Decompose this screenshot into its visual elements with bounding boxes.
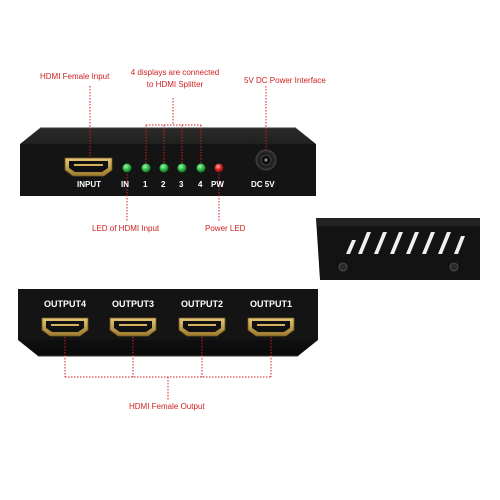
- hdmi-output-port-4[interactable]: [41, 317, 89, 337]
- dc-power-jack[interactable]: [255, 149, 277, 171]
- leader-lines: [64, 86, 272, 400]
- side-panel: [316, 218, 480, 280]
- vent-slots: [346, 232, 465, 254]
- output1-label: OUTPUT1: [250, 299, 293, 309]
- led-4-label: 4: [198, 180, 203, 189]
- led-power-indicator: [214, 163, 224, 173]
- callout-power-led: Power LED: [205, 224, 246, 233]
- led-output-2-indicator: [159, 163, 169, 173]
- hdmi-output-port-3[interactable]: [109, 317, 157, 337]
- hdmi-output-port-1[interactable]: [247, 317, 295, 337]
- hdmi-input-port[interactable]: [64, 157, 113, 177]
- pw-led-label: PW: [211, 180, 224, 189]
- input-port-label: INPUT: [77, 180, 101, 189]
- screw-left-icon: [338, 262, 348, 272]
- callout-hdmi-female-input: HDMI Female Input: [40, 72, 110, 81]
- led-output-3-indicator: [177, 163, 187, 173]
- hdmi-output-port-2[interactable]: [178, 317, 226, 337]
- side-panel-body: [316, 218, 480, 280]
- back-panel: [18, 289, 318, 357]
- led-in-indicator: [122, 163, 132, 173]
- output2-label: OUTPUT2: [181, 299, 224, 309]
- screw-right-icon: [449, 262, 459, 272]
- dc-jack-label: DC 5V: [251, 180, 275, 189]
- callout-power-interface: 5V DC Power Interface: [244, 76, 326, 85]
- led-1-label: 1: [143, 180, 148, 189]
- output4-label: OUTPUT4: [44, 299, 87, 309]
- in-led-label: IN: [121, 180, 129, 189]
- callout-hdmi-female-output: HDMI Female Output: [129, 402, 205, 411]
- callout-displays-connected-line2: to HDMI Splitter: [146, 80, 204, 89]
- led-2-label: 2: [161, 180, 166, 189]
- led-3-label: 3: [179, 180, 184, 189]
- led-output-1-indicator: [141, 163, 151, 173]
- output3-label: OUTPUT3: [112, 299, 155, 309]
- callout-led-hdmi-input: LED of HDMI Input: [92, 224, 160, 233]
- led-output-4-indicator: [196, 163, 206, 173]
- callout-displays-connected-line1: 4 displays are connected: [130, 68, 220, 77]
